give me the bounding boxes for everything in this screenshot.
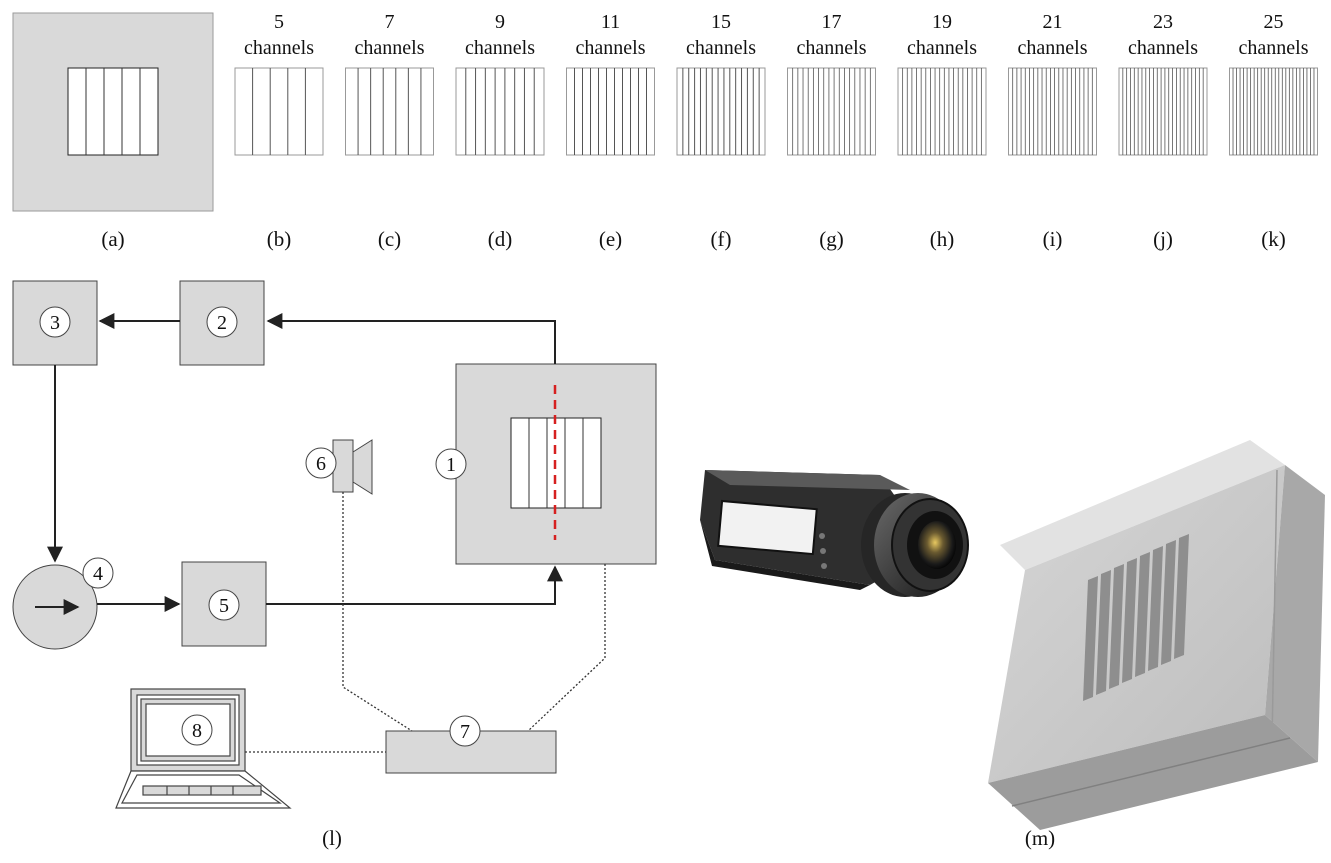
node-4-circle <box>82 557 114 589</box>
caption-m: (m) <box>1025 826 1055 850</box>
channel-window <box>455 67 545 156</box>
panel-caption: (c) <box>378 227 401 251</box>
node-1-label: 1 <box>446 454 456 476</box>
channel-unit: channels <box>907 37 977 59</box>
panel-caption: (h) <box>930 227 955 251</box>
camera-icon <box>332 439 373 495</box>
panel-caption: (i) <box>1043 227 1063 251</box>
caption-a: (a) <box>101 227 124 251</box>
channel-panel: 21 channels (i) <box>1008 11 1097 251</box>
channel-panel: 25 channels (k) <box>1229 11 1318 251</box>
node-1-circle <box>435 448 467 480</box>
node-6-circle <box>305 447 337 479</box>
channel-window <box>897 67 987 156</box>
panel-caption: (e) <box>599 227 622 251</box>
node-3-circle <box>39 306 71 338</box>
channel-panel: 5 channels (b) <box>234 11 324 251</box>
node-5-circle <box>208 589 240 621</box>
channel-count: 25 <box>1264 11 1284 33</box>
caption-l: (l) <box>322 826 342 850</box>
channel-unit: channels <box>576 37 646 59</box>
panel-a: (a) <box>12 12 214 251</box>
channel-window <box>1008 67 1097 156</box>
node-8-circle <box>181 714 213 746</box>
test-section-1-channel-lines <box>528 418 584 508</box>
node-8-label: 8 <box>192 720 202 742</box>
laptop-icon <box>115 688 292 809</box>
thermal-camera-image <box>700 470 969 597</box>
channel-window <box>1229 67 1318 156</box>
channel-window <box>1118 67 1208 156</box>
signal-lines <box>245 492 606 753</box>
node-5-label: 5 <box>219 595 229 617</box>
channel-window <box>676 67 766 156</box>
channel-unit: channels <box>1128 37 1198 59</box>
channel-window <box>345 67 434 156</box>
channel-count: 5 <box>274 11 284 33</box>
channel-window-a <box>67 67 159 156</box>
vent-slots <box>1083 534 1189 701</box>
channel-unit: channels <box>1018 37 1088 59</box>
channel-count: 15 <box>711 11 731 33</box>
channel-unit: channels <box>465 37 535 59</box>
channel-panel: 19 channels (h) <box>897 11 987 251</box>
channel-panels: 5 channels (b) 7 channels (c) 9 channels (d) 11 ch… <box>234 11 1318 251</box>
channel-unit: channels <box>797 37 867 59</box>
channel-unit: channels <box>1239 37 1309 59</box>
node-2-circle <box>206 306 238 338</box>
channel-window <box>566 67 655 156</box>
channel-panel: 23 channels (j) <box>1118 11 1208 251</box>
channel-panel: 7 channels (c) <box>345 11 434 251</box>
panel-caption: (f) <box>711 227 732 251</box>
channel-count: 19 <box>932 11 952 33</box>
flow-lines <box>47 313 563 612</box>
channel-panel: 9 channels (d) <box>455 11 545 251</box>
channel-unit: channels <box>355 37 425 59</box>
channel-window <box>234 67 324 156</box>
panel-caption: (d) <box>488 227 513 251</box>
heat-sink-housing-image: (m) <box>988 440 1325 850</box>
panel-caption: (b) <box>267 227 292 251</box>
channel-count: 7 <box>385 11 395 33</box>
channel-unit: channels <box>686 37 756 59</box>
channel-count: 9 <box>495 11 505 33</box>
channel-count: 17 <box>822 11 842 33</box>
channel-count: 11 <box>601 11 620 33</box>
channel-window <box>787 67 876 156</box>
channel-unit: channels <box>244 37 314 59</box>
node-6-label: 6 <box>316 453 326 475</box>
node-3-label: 3 <box>50 312 60 334</box>
channel-count: 21 <box>1043 11 1063 33</box>
panel-caption: (g) <box>819 227 844 251</box>
node-4-label: 4 <box>93 563 103 585</box>
channel-panel: 15 channels (f) <box>676 11 766 251</box>
panel-caption: (k) <box>1261 227 1286 251</box>
node-2-label: 2 <box>217 312 227 334</box>
schematic-l: 3 2 1 4 5 6 <box>12 280 657 850</box>
channel-count: 23 <box>1153 11 1173 33</box>
channel-panel: 17 channels (g) <box>787 11 876 251</box>
node-7-circle <box>449 715 481 747</box>
channel-lines-a <box>85 68 141 155</box>
channel-panel: 11 channels (e) <box>566 11 655 251</box>
node-7-label: 7 <box>460 721 470 743</box>
panel-caption: (j) <box>1153 227 1173 251</box>
